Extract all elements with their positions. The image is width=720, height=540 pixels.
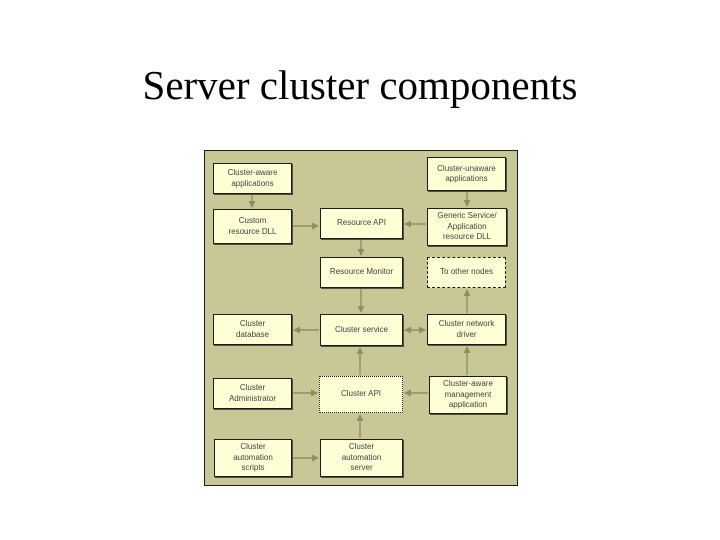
node-generic-service-resource-dll: Generic Service/ Application resource DL… bbox=[427, 208, 507, 246]
slide-title: Server cluster components bbox=[142, 62, 578, 108]
node-resource-monitor: Resource Monitor bbox=[320, 257, 403, 288]
node-resource-api: Resource API bbox=[320, 208, 403, 239]
node-custom-resource-dll: Custom resource DLL bbox=[213, 209, 292, 244]
node-cluster-administrator: Cluster Administrator bbox=[213, 378, 292, 409]
node-cluster-unaware-applications: Cluster-unaware applications bbox=[427, 157, 506, 191]
node-to-other-nodes: To other nodes bbox=[427, 257, 506, 288]
node-cluster-api: Cluster API bbox=[319, 376, 403, 413]
node-cluster-aware-applications: Cluster-aware applications bbox=[213, 163, 292, 194]
node-cluster-service: Cluster service bbox=[320, 314, 403, 346]
node-cluster-automation-scripts: Cluster automation scripts bbox=[214, 439, 292, 477]
diagram-panel: Cluster-aware applications Cluster-unawar… bbox=[204, 150, 518, 486]
node-cluster-database: Cluster database bbox=[213, 314, 292, 345]
node-cluster-aware-management-application: Cluster-aware management application bbox=[429, 376, 507, 414]
arrow-layer bbox=[248, 192, 471, 462]
node-cluster-automation-server: Cluster automation server bbox=[320, 439, 403, 477]
node-cluster-network-driver: Cluster network driver bbox=[427, 314, 506, 345]
